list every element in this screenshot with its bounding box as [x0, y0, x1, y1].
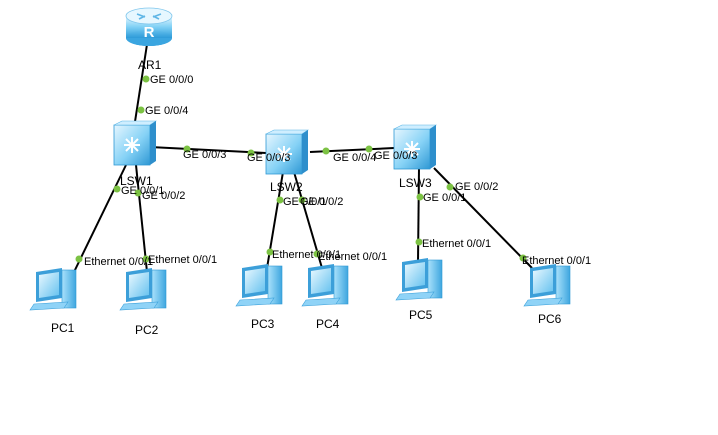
- device-label-ar1: AR1: [138, 58, 162, 72]
- port-label: GE 0/0/4: [145, 105, 188, 117]
- pc-icon: [523, 264, 571, 307]
- pc-icon: [119, 268, 167, 311]
- pc-icon: [235, 264, 283, 307]
- port-dot: [247, 149, 255, 157]
- port-dot: [415, 238, 423, 246]
- port-dot: [183, 145, 191, 153]
- router-icon: R: [125, 7, 173, 46]
- port-dot: [113, 185, 121, 193]
- port-label: GE 0/0/0: [150, 74, 193, 86]
- router-ar1[interactable]: R: [125, 7, 173, 46]
- port-dot: [75, 255, 83, 263]
- device-label-pc1: PC1: [51, 321, 75, 335]
- device-labels: AR1 LSW1 LSW2 LSW3 PC1 PC2 PC3 PC4 PC5 P…: [51, 58, 562, 337]
- pc-pc6[interactable]: [523, 264, 571, 307]
- port-labels: GE 0/0/0 GE 0/0/4 GE 0/0/3 GE 0/0/3 GE 0…: [84, 74, 591, 268]
- switch-icon: [393, 124, 437, 170]
- link-lsw1-pc1[interactable]: [73, 164, 127, 273]
- port-dot: [142, 75, 150, 83]
- port-label: Ethernet 0/0/1: [272, 249, 341, 261]
- pc-pc5[interactable]: [395, 258, 443, 301]
- device-label-pc4: PC4: [316, 317, 340, 331]
- device-label-lsw2: LSW2: [270, 180, 303, 194]
- switch-lsw3[interactable]: [393, 124, 437, 170]
- port-dot: [446, 183, 454, 191]
- device-label-pc2: PC2: [135, 323, 159, 337]
- pc-pc1[interactable]: [29, 268, 77, 311]
- port-label: GE 0/0/2: [455, 181, 498, 193]
- port-label: GE 0/0/3: [247, 152, 290, 164]
- link-lsw1-lsw2[interactable]: [149, 146, 267, 154]
- pc-pc4[interactable]: [301, 264, 349, 307]
- port-label: GE 0/0/4: [333, 152, 376, 164]
- link-lsw3-pc5[interactable]: [417, 167, 420, 263]
- device-label-pc5: PC5: [409, 308, 433, 322]
- device-label-pc6: PC6: [538, 312, 562, 326]
- pc-icon: [29, 268, 77, 311]
- port-label: GE 0/0/1: [121, 185, 164, 197]
- port-label: Ethernet 0/0/1: [422, 238, 491, 250]
- link-ar1-lsw1[interactable]: [133, 37, 149, 129]
- pc-icon: [301, 264, 349, 307]
- device-label-lsw3: LSW3: [399, 176, 432, 190]
- pc-icon: [395, 258, 443, 301]
- switch-icon: [113, 120, 157, 166]
- port-dot: [137, 106, 145, 114]
- port-label: GE 0/0/3: [183, 149, 226, 161]
- port-dot: [266, 248, 274, 256]
- port-dot: [416, 193, 424, 201]
- port-dot: [298, 196, 306, 204]
- switch-icon: [265, 129, 309, 175]
- router-glyph: R: [144, 24, 155, 41]
- device-label-lsw1: LSW1: [120, 174, 153, 188]
- port-label: GE 0/0/3: [374, 150, 417, 162]
- port-label: GE 0/0/1: [283, 196, 326, 208]
- port-dot: [142, 255, 150, 263]
- port-dot: [276, 196, 284, 204]
- port-label: Ethernet 0/0/1: [148, 254, 217, 266]
- link-lsw1-pc2[interactable]: [135, 164, 148, 273]
- port-label: GE 0/0/2: [142, 190, 185, 202]
- device-label-pc3: PC3: [251, 317, 275, 331]
- pc-pc3[interactable]: [235, 264, 283, 307]
- port-dots: [75, 75, 527, 263]
- port-label: GE 0/0/2: [300, 196, 343, 208]
- port-label: GE 0/0/1: [423, 192, 466, 204]
- port-dot: [519, 254, 527, 262]
- port-label: Ethernet 0/0/1: [84, 256, 153, 268]
- port-dot: [322, 147, 330, 155]
- port-label: Ethernet 0/0/1: [318, 251, 387, 263]
- port-label: Ethernet 0/0/1: [522, 255, 591, 267]
- port-dot: [134, 189, 142, 197]
- switch-lsw1[interactable]: [113, 120, 157, 166]
- port-dot: [365, 145, 373, 153]
- switch-lsw2[interactable]: [265, 129, 309, 175]
- port-dot: [313, 250, 321, 258]
- pc-pc2[interactable]: [119, 268, 167, 311]
